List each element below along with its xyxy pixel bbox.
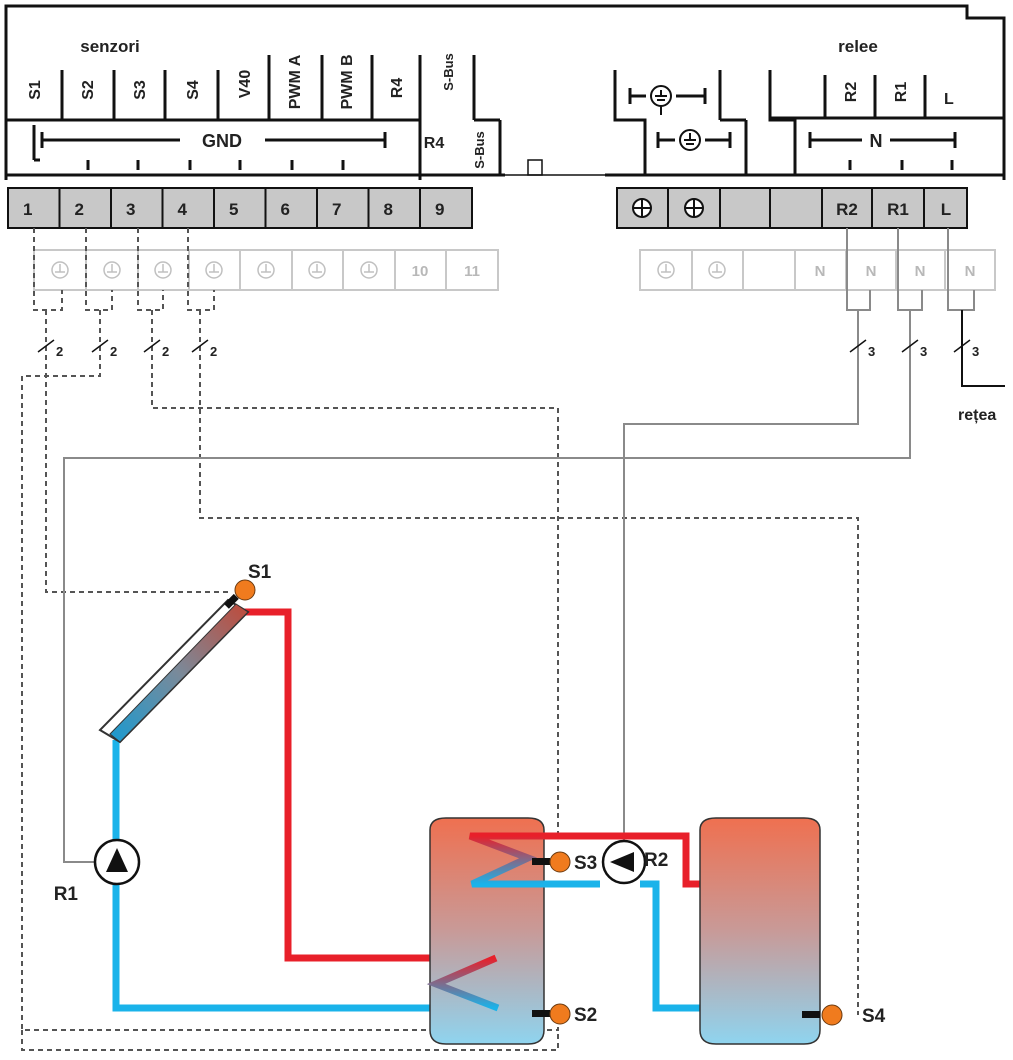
pump-r1	[93, 838, 141, 886]
tank1-coils	[426, 832, 600, 1012]
relays-title: relee	[838, 37, 878, 56]
sensor-cable-bundle-marks	[37, 339, 209, 353]
sensor-terminals: 1 2 3 4 5 6 7 8 9	[23, 188, 444, 228]
relay-terminal-l: L	[941, 200, 951, 219]
label-sbus-top: S-Bus	[441, 53, 456, 91]
label-pump-r1: R1	[54, 884, 79, 905]
sensor-terminal-4: 4	[178, 200, 188, 219]
relay-cables	[63, 228, 1005, 863]
relay-top-r2: R2	[843, 82, 860, 103]
n-bus	[808, 132, 957, 170]
sensor-terminal-7: 7	[332, 200, 341, 219]
bundle-count-r2: 3	[868, 344, 875, 359]
label-collector-s1: S1	[248, 562, 272, 583]
label-pump-r2: R2	[644, 850, 668, 871]
pump-r2	[601, 839, 647, 885]
controller-housing	[4, 4, 1006, 180]
ghost-earth-icon	[205, 261, 223, 279]
bundle-count-l: 3	[972, 344, 979, 359]
ghost-earth-icon	[51, 261, 69, 279]
label-s2: S2	[80, 80, 97, 100]
label-tank-s3: S3	[574, 853, 597, 874]
bundle-count-s1: 2	[56, 344, 63, 359]
earth-terminal-1	[632, 198, 652, 218]
ghost-earth-icon	[657, 261, 675, 279]
ghost-n-3: N	[915, 263, 926, 280]
bundle-count-r1: 3	[920, 344, 927, 359]
sensor-terminal-1: 1	[23, 200, 32, 219]
ghost-n-1: N	[815, 263, 826, 280]
sensor-terminal-strip	[7, 187, 473, 229]
ghost-n-2: N	[866, 263, 877, 280]
sensor-terminal-5: 5	[229, 200, 238, 219]
ghost-earth-icon	[360, 261, 378, 279]
storage-tank-1	[429, 817, 545, 1045]
label-s4: S4	[185, 80, 202, 100]
storage-tank-2	[699, 817, 821, 1045]
sensor-terminal-3: 3	[126, 200, 135, 219]
gnd-label: GND	[202, 131, 242, 151]
earth-symbol-lower	[656, 106, 732, 151]
relay-terminal-r1: R1	[887, 200, 909, 219]
label-r4-lower: R4	[424, 135, 445, 152]
mains-label: rețea	[958, 407, 996, 424]
label-r4-top: R4	[389, 78, 406, 99]
sensor-s1-dot	[223, 579, 256, 609]
sensor-terminal-6: 6	[281, 200, 290, 219]
ghost-earth-symbols	[51, 261, 726, 279]
ghost-earth-icon	[154, 261, 172, 279]
ghost-earth-icon	[103, 261, 121, 279]
label-sbus-lower: S-Bus	[472, 131, 487, 169]
label-v40: V40	[237, 70, 254, 99]
bundle-count-s2: 2	[110, 344, 117, 359]
earth-terminal-2	[684, 198, 704, 218]
ghost-earth-icon	[308, 261, 326, 279]
sensor-cable-extra	[21, 1030, 559, 1051]
solar-collector	[98, 598, 250, 744]
relay-cable-bundle-marks	[849, 339, 971, 353]
label-tank-s4: S4	[862, 1006, 886, 1027]
gnd-bus	[40, 132, 387, 170]
ghost-terminal-11: 11	[464, 263, 480, 280]
label-pwm-b: PWM B	[339, 54, 356, 109]
sensor-labels: S1 S2 S3 S4 V40 PWM A PWM B R4 S-Bus R4 …	[27, 53, 487, 169]
sensor-terminal-2: 2	[75, 200, 84, 219]
relay-terminal-strip	[616, 187, 968, 229]
earth-symbol-upper	[628, 85, 707, 107]
ghost-earth-icon	[708, 261, 726, 279]
sensors-title: senzori	[80, 37, 140, 56]
bundle-count-s3: 2	[162, 344, 169, 359]
ghost-earth-icon	[257, 261, 275, 279]
ghost-terminal-10: 10	[412, 263, 429, 280]
sensor-s4-dot	[802, 1004, 843, 1026]
bundle-count-s4: 2	[210, 344, 217, 359]
sensor-terminal-9: 9	[435, 200, 444, 219]
relay-top-r1: R1	[893, 82, 910, 103]
label-pwm-a: PWM A	[287, 54, 304, 109]
label-s3: S3	[132, 80, 149, 100]
relay-terminal-r2: R2	[836, 200, 858, 219]
sensor-s2-dot	[532, 1003, 571, 1025]
n-label: N	[870, 131, 883, 151]
ghost-n-4: N	[965, 263, 976, 280]
sensor-cables	[21, 228, 859, 1031]
label-s1: S1	[27, 80, 44, 100]
relay-top-l: L	[944, 91, 954, 108]
label-tank-s2: S2	[574, 1005, 597, 1026]
sensor-s3-dot	[532, 851, 571, 873]
ghost-terminal-row	[33, 249, 996, 291]
sensor-terminal-8: 8	[384, 200, 393, 219]
